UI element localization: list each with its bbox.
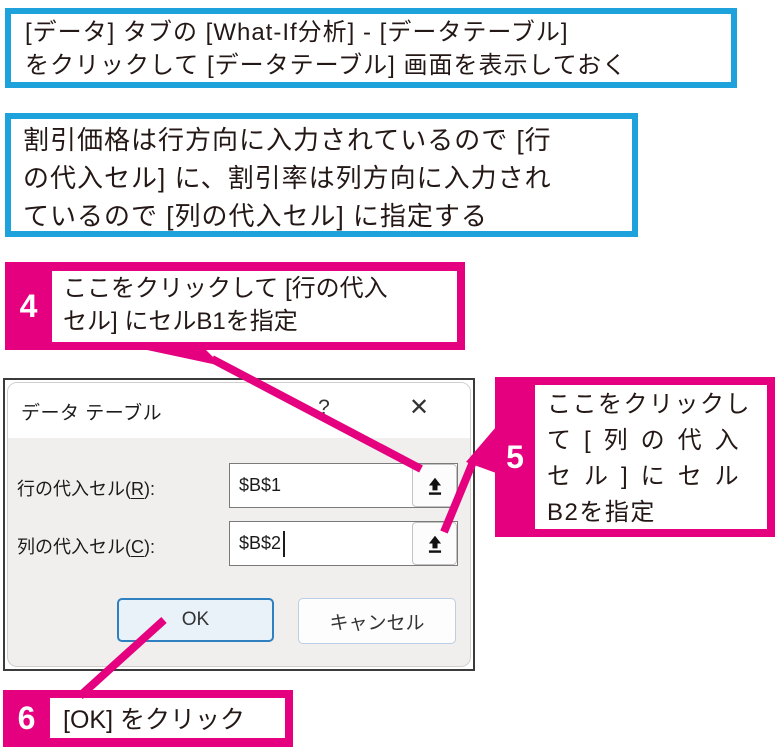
- instruction-box-open-data-table: [データ] タブの [What-If分析] - [データテーブル] をクリックし…: [5, 8, 737, 88]
- callout-step-6: 6 [OK] をクリック: [3, 690, 293, 747]
- callout-step-5: 5 ここをクリックし て[列の代入 セル]にセル B2を指定: [495, 377, 775, 537]
- instruction-box-row-column-cells: 割引価格は行方向に入力されているので [行 の代入セル] に、割引率は列方向に入…: [5, 113, 638, 237]
- callout-step-5-line-2: て[列の代入: [547, 427, 752, 454]
- text-caret: [283, 530, 286, 557]
- cancel-button[interactable]: キャンセル: [298, 598, 456, 644]
- row-input-cell-accesskey: R: [131, 479, 144, 499]
- column-collapse-dialog-button[interactable]: [412, 522, 457, 565]
- callout-step-4: 4 ここをクリックして [行の代入 セル] にセルB1を指定: [5, 262, 465, 350]
- close-icon[interactable]: ✕: [408, 394, 430, 421]
- column-input-cell-label: 列の代入セル(C):: [17, 533, 155, 559]
- dialog-title: データ テーブル: [21, 403, 163, 424]
- column-input-cell-label-pre: 列の代入セル(: [17, 537, 131, 557]
- help-icon[interactable]: ?: [318, 396, 330, 419]
- callout-step-4-text: ここをクリックして [行の代入 セル] にセルB1を指定: [52, 271, 457, 342]
- column-input-cell-value: $B$2: [239, 533, 282, 553]
- data-table-dialog: データ テーブル ? ✕ 行の代入セル(R): $B$1 列の代入セル(C): …: [7, 382, 471, 667]
- column-input-cell-accesskey: C: [131, 537, 144, 557]
- callout-step-5-line-1: ここをクリックし: [547, 391, 751, 418]
- column-input-cell-label-post: ):: [144, 537, 155, 557]
- ok-button[interactable]: OK: [117, 598, 274, 642]
- row-input-cell-label: 行の代入セル(R):: [17, 475, 155, 501]
- callout-step-5-line-3: セル]にセル: [547, 463, 752, 490]
- step-number-4: 4: [19, 287, 38, 324]
- row-input-cell-value: $B$1: [239, 475, 282, 495]
- callout-step-5-line-4: B2を指定: [547, 499, 656, 526]
- collapse-dialog-up-arrow-icon: [428, 535, 441, 553]
- dialog-screenshot-frame: データ テーブル ? ✕ 行の代入セル(R): $B$1 列の代入セル(C): …: [3, 378, 475, 671]
- step-number-5: 5: [506, 438, 524, 475]
- callout-step-5-text: ここをクリックし て[列の代入 セル]にセル B2を指定: [535, 385, 767, 529]
- callout-step-6-text: [OK] をクリック: [50, 698, 285, 738]
- row-input-cell-label-post: ):: [144, 479, 155, 499]
- step-number-6: 6: [17, 700, 36, 736]
- row-collapse-dialog-button[interactable]: [412, 464, 457, 507]
- row-input-cell-label-pre: 行の代入セル(: [17, 479, 131, 499]
- collapse-dialog-up-arrow-icon: [428, 477, 441, 495]
